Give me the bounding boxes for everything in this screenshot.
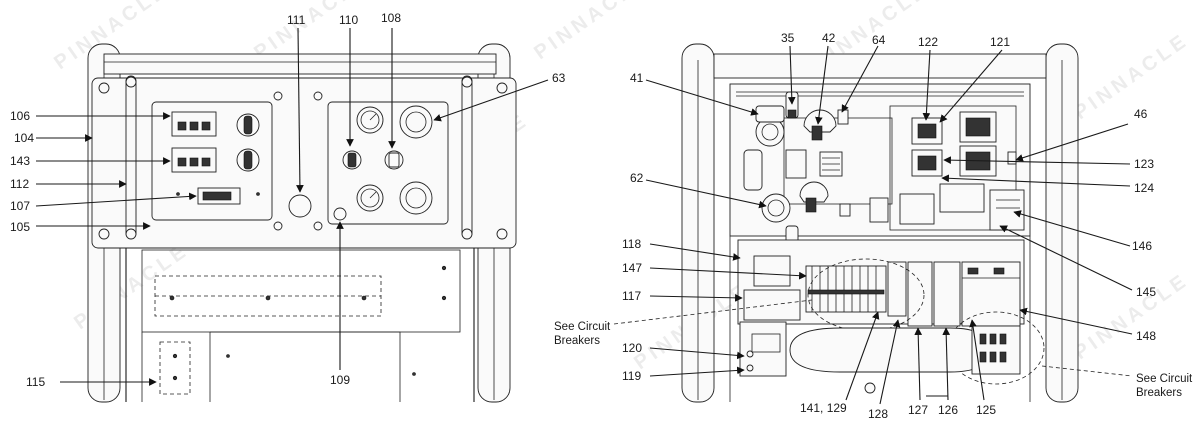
callout-123: 123 [1134, 157, 1154, 171]
callout-126: 126 [938, 403, 958, 417]
callout-147: 147 [622, 261, 642, 275]
right-leaders [613, 45, 1133, 405]
push-button-111 [288, 194, 312, 218]
tank-cylinder [789, 327, 991, 373]
lower-chassis-plate [141, 249, 461, 333]
note-see-circuit-right: See Circuit [1136, 373, 1193, 385]
callout-146: 146 [1132, 239, 1152, 253]
callout-127: 127 [908, 403, 928, 417]
callout-120: 120 [622, 341, 642, 355]
watermark-text: PINNACLE [530, 0, 653, 64]
contactor-mount-plate [889, 105, 1017, 231]
front-panel-view [87, 43, 517, 403]
callout-107: 107 [10, 199, 30, 213]
callout-122: 122 [918, 35, 938, 49]
fitting-64 [837, 109, 849, 125]
callout-104: 104 [14, 131, 34, 145]
callout-35: 35 [781, 31, 795, 45]
breaker-127 [907, 261, 933, 327]
panel-bolts [98, 82, 508, 240]
handle-right [461, 75, 473, 239]
callout-110: 110 [339, 13, 358, 27]
regulator-knob-top [399, 105, 433, 139]
handle-left [125, 75, 137, 239]
bracket-46 [1007, 151, 1017, 165]
callout-128: 128 [868, 407, 888, 421]
callout-109: 109 [330, 373, 350, 387]
breaker-126 [933, 261, 961, 327]
callout-141-129: 141, 129 [800, 401, 847, 415]
callout-62: 62 [630, 171, 644, 185]
breaker-128 [887, 261, 907, 317]
note-see-circuit-left: See Circuit [554, 321, 611, 333]
callout-119: 119 [622, 369, 641, 383]
top-rail [103, 53, 497, 75]
contactor-group [899, 111, 1025, 231]
callout-42: 42 [822, 31, 836, 45]
valve-62 [761, 193, 791, 223]
callout-125: 125 [976, 403, 996, 417]
callout-41: 41 [630, 71, 644, 85]
callout-143: 143 [10, 154, 30, 168]
callout-115: 115 [26, 375, 45, 389]
rear-top-rail [713, 53, 1047, 79]
right-callouts: 41 35 42 64 122 121 46 123 124 62 146 11… [554, 31, 1193, 421]
callout-112: 112 [10, 177, 29, 191]
callout-117: 117 [622, 289, 641, 303]
callout-108: 108 [381, 11, 401, 25]
callout-118: 118 [622, 237, 641, 251]
breaker-zone-left [807, 258, 925, 332]
power-supply-118 [753, 255, 791, 287]
relay-module [899, 193, 935, 225]
callout-148: 148 [1136, 329, 1156, 343]
breaker-zone-right [947, 311, 1045, 385]
hidden-mount-115 [159, 341, 191, 395]
left-callouts: 106 104 143 112 107 105 111 110 108 109 … [10, 11, 566, 389]
callout-63: 63 [552, 71, 566, 85]
rear-compartment-view [681, 43, 1079, 403]
indicator-109 [333, 207, 347, 221]
callout-145: 145 [1136, 285, 1156, 299]
watermark-text: PINNACLE [1070, 269, 1193, 364]
watermark-text: PINNACLE [1070, 29, 1193, 124]
callout-111: 111 [287, 13, 306, 27]
callout-64: 64 [872, 33, 886, 47]
left-leaders [35, 27, 549, 386]
note-breakers-left: Breakers [554, 335, 600, 347]
callout-105: 105 [10, 220, 30, 234]
regulator-knob-63 [399, 181, 433, 215]
solenoid-block [785, 149, 807, 179]
terminal-block-124 [939, 183, 985, 213]
note-breakers-right: Breakers [1136, 387, 1182, 399]
callout-124: 124 [1134, 181, 1154, 195]
contactor-146 [989, 189, 1025, 231]
callout-46: 46 [1134, 107, 1148, 121]
terminal-strip-147 [805, 265, 887, 313]
callout-106: 106 [10, 109, 30, 123]
filter-117 [743, 289, 801, 321]
callout-121: 121 [990, 35, 1010, 49]
